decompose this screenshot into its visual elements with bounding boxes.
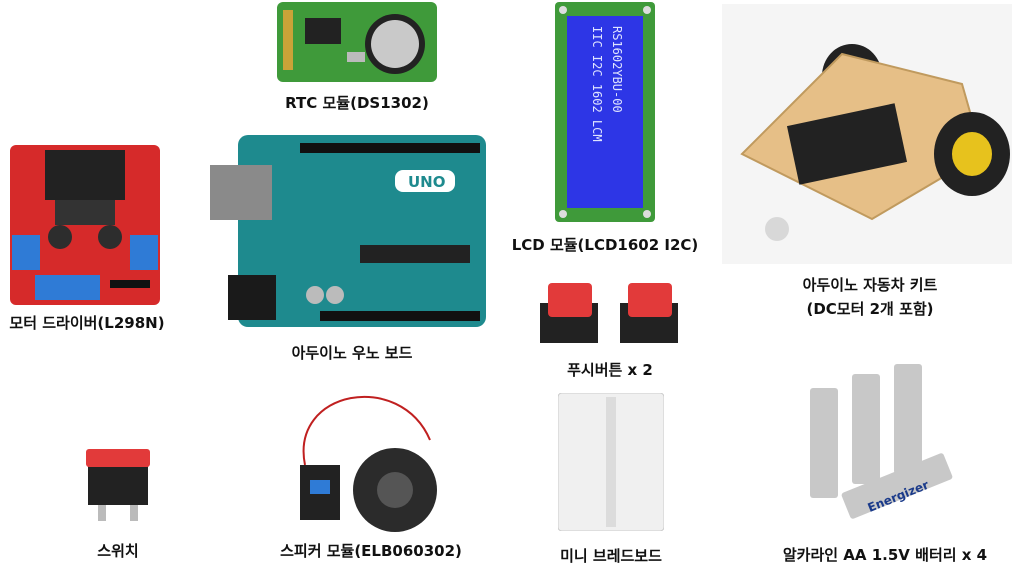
breadboard-caption: 미니 브레드보드: [560, 547, 662, 565]
rtc-module-image: [277, 2, 437, 82]
lcd-screen-line-1: IIC I2C 1602 LCM: [590, 26, 604, 142]
arduino-uno-image: UNO: [210, 135, 490, 330]
car-kit-caption-line-1: 아두이노 자동차 키트: [802, 276, 938, 294]
speaker-module-image: [280, 380, 440, 535]
rocker-switch-image: [78, 445, 158, 525]
batteries-caption: 알카라인 AA 1.5V 배터리 x 4: [782, 546, 988, 564]
breadboard-image: [558, 393, 664, 531]
push-buttons-caption: 푸시버튼 x 2: [567, 361, 653, 379]
motor-driver-caption: 모터 드라이버(L298N): [9, 314, 165, 332]
car-kit-image: [722, 4, 1012, 264]
lcd-screen-line-2: RS1602YBU-00: [610, 26, 624, 113]
push-buttons-image: [530, 275, 690, 355]
car-kit-caption-line-2: (DC모터 2개 포함): [806, 300, 934, 318]
rtc-module-caption: RTC 모듈(DS1302): [285, 94, 429, 112]
uno-logo-text: UNO: [408, 173, 446, 191]
lcd-module-image: IIC I2C 1602 LCM RS1602YBU-00: [555, 2, 655, 222]
arduino-uno-caption: 아두이노 우노 보드: [291, 344, 413, 362]
lcd-module-caption: LCD 모듈(LCD1602 I2C): [511, 236, 699, 254]
speaker-module-caption: 스피커 모듈(ELB060302): [280, 542, 462, 560]
batteries-image: Energizer: [790, 360, 965, 525]
motor-driver-image: [10, 145, 160, 305]
switch-caption: 스위치: [97, 542, 139, 560]
